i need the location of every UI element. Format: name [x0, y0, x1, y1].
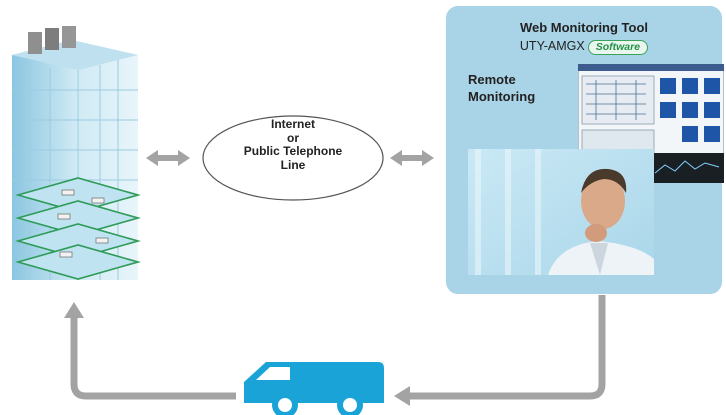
building-illustration	[12, 26, 141, 280]
remote-monitoring-label: Remote Monitoring	[468, 71, 558, 105]
monitoring-screen-thumbnail	[578, 64, 724, 160]
panel-title: Web Monitoring Tool	[519, 20, 649, 35]
network-ellipse	[202, 115, 384, 201]
right-double-arrow	[390, 150, 434, 166]
remote-label-line1: Remote	[468, 72, 516, 87]
software-badge: Software	[587, 40, 649, 55]
network-label-line4: Line	[280, 157, 306, 172]
arrow-head-up	[64, 302, 84, 318]
remote-label-line2: Monitoring	[468, 89, 536, 104]
arrow-head-left	[394, 386, 410, 406]
service-van-icon	[244, 362, 384, 415]
network-label-line2: or	[287, 130, 299, 145]
service-return-path	[70, 295, 606, 400]
network-label: Internet or Public Telephone Line	[205, 117, 381, 172]
network-label-line3: Public Telephone	[243, 144, 343, 158]
operator-photo	[468, 149, 654, 275]
model-name: UTY-AMGX	[519, 39, 585, 53]
dark-monitor-strip	[651, 153, 724, 183]
left-double-arrow	[146, 150, 190, 166]
network-label-line1: Internet	[270, 117, 315, 131]
